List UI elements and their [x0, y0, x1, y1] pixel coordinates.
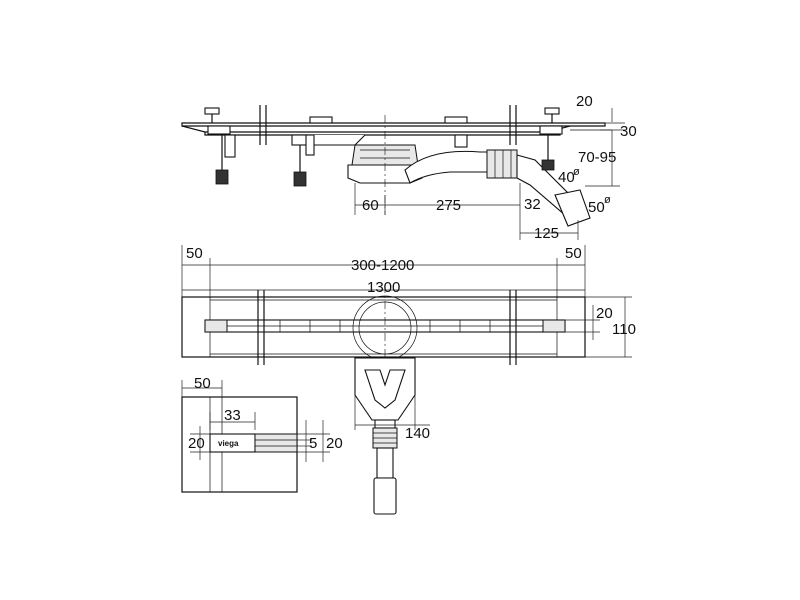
dim-left-50: 50 [186, 245, 203, 262]
plan-view: 50 300-1200 50 1300 [181, 245, 636, 515]
dia-symbol-40: ø [573, 166, 580, 178]
dim-110: 110 [612, 321, 636, 338]
support-foot-3 [309, 116, 468, 148]
outlet-socket [554, 189, 591, 227]
dim-275: 275 [436, 197, 461, 214]
support-foot-1 [204, 107, 236, 185]
funnel-dimensions [354, 395, 430, 430]
dim-30: 30 [620, 123, 637, 140]
plan-dimensions-right [565, 296, 632, 358]
dim-20-detail-left: 20 [188, 435, 205, 452]
support-foot-4 [539, 107, 563, 171]
channel-top [181, 125, 571, 133]
brand-logo-text: viega [218, 439, 239, 448]
pipe-coupling [486, 149, 518, 179]
dim-1300: 1300 [367, 279, 400, 296]
detail-grate [254, 433, 298, 453]
grate-segments [279, 320, 491, 332]
dim-5: 5 [309, 435, 317, 452]
support-foot-2 [291, 134, 315, 187]
dim-right-50: 50 [565, 245, 582, 262]
dim-32: 32 [524, 196, 541, 213]
side-elevation-view: 20 30 70-95 40 ø 32 50 ø 60 275 125 [181, 93, 637, 242]
dim-40: 40 [558, 169, 575, 186]
dim-300-1200: 300-1200 [351, 257, 414, 274]
detail-view: viega 50 33 20 5 20 [181, 375, 343, 493]
outlet-pipe [404, 150, 491, 184]
outlet-funnel [354, 357, 416, 515]
dim-20-detail-right: 20 [326, 435, 343, 452]
dim-140: 140 [405, 425, 430, 442]
dim-70-95: 70-95 [578, 149, 616, 166]
break-lines [259, 105, 517, 145]
channel-outline [181, 296, 586, 358]
dim-50-detail: 50 [194, 375, 211, 392]
top-dimensions [354, 108, 625, 240]
dim-33: 33 [224, 407, 241, 424]
dim-125: 125 [534, 225, 559, 242]
dia-symbol-50: ø [604, 194, 611, 206]
dim-20-grate: 20 [596, 305, 613, 322]
dim-50-dia: 50 [588, 199, 605, 216]
grate-end-right [542, 319, 566, 333]
dim-60: 60 [362, 197, 379, 214]
dim-20-top: 20 [576, 93, 593, 110]
plan-dimensions-top [181, 245, 586, 298]
detail-dimensions [181, 380, 330, 462]
plan-break-lines [257, 290, 517, 365]
grate-end-left [204, 319, 228, 333]
